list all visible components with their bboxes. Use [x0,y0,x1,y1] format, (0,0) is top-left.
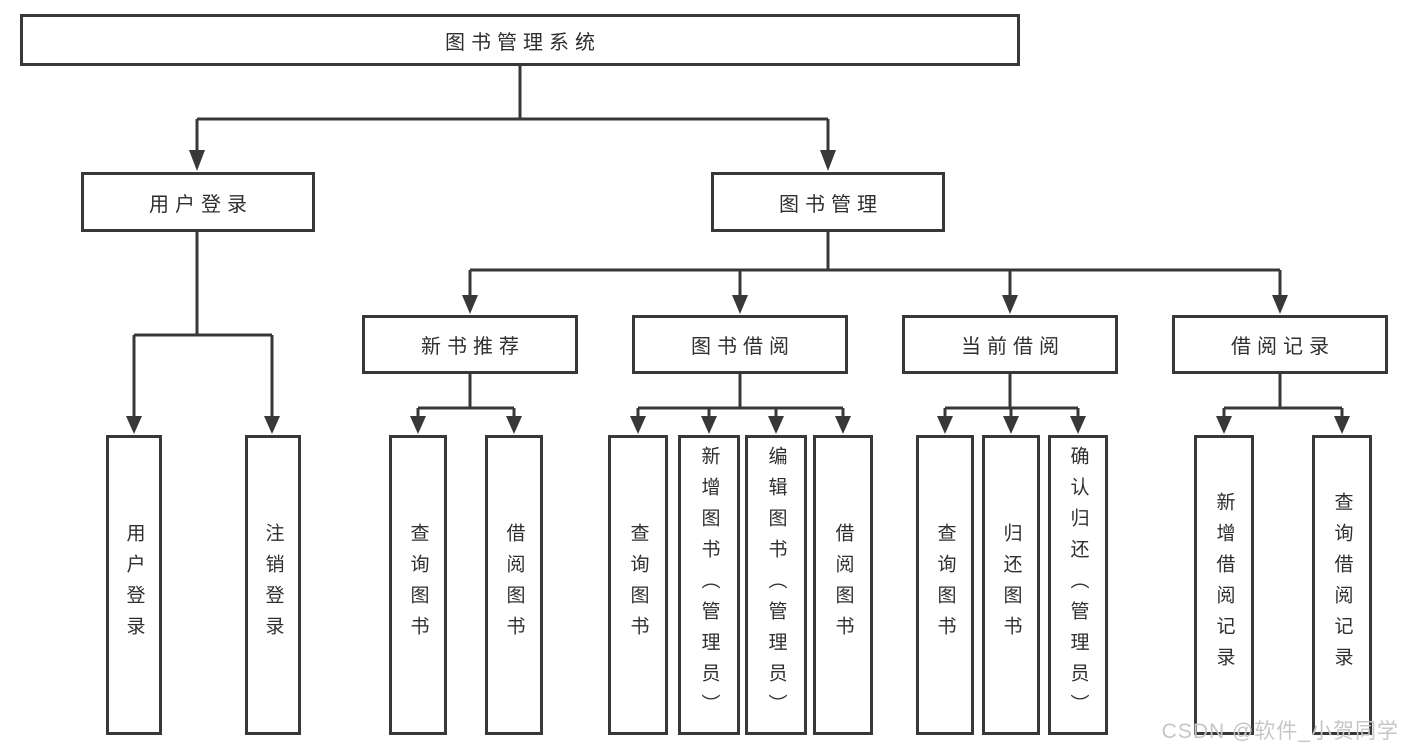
leaf-edit-book-admin: 编辑图书（管理员） [745,435,807,735]
node-label: 查询图书 [627,523,649,647]
node-label: 新增图书（管理员） [698,445,720,725]
node-book-management: 图书管理 [711,172,945,232]
node-label: 新增借阅记录 [1213,492,1235,678]
node-label: 归还图书 [1000,523,1022,647]
leaf-logout: 注销登录 [245,435,301,735]
node-current-borrow: 当前借阅 [902,315,1118,374]
leaf-confirm-return-admin: 确认归还（管理员） [1048,435,1108,735]
node-label: 查询借阅记录 [1331,492,1353,678]
csdn-watermark: CSDN @软件_小贺同学 [1161,720,1399,743]
leaf-borrow-books-recommend: 借阅图书 [485,435,543,735]
node-label: 借阅图书 [832,523,854,647]
node-borrow-records: 借阅记录 [1172,315,1388,374]
node-label: 用户登录 [123,523,145,647]
leaf-add-borrow-record: 新增借阅记录 [1194,435,1254,735]
node-new-book-recommend: 新书推荐 [362,315,578,374]
node-label: 确认归还（管理员） [1067,445,1089,725]
node-label: 查询图书 [934,523,956,647]
node-book-borrow: 图书借阅 [632,315,848,374]
leaf-add-book-admin: 新增图书（管理员） [678,435,740,735]
node-label: 编辑图书（管理员） [765,445,787,725]
node-label: 图书管理系统 [445,31,601,54]
node-label: 查询图书 [407,523,429,647]
arrowhead-icons [126,150,1350,434]
node-label: 图书管理 [779,193,883,216]
node-label: 用户登录 [149,193,253,216]
leaf-borrow-books: 借阅图书 [813,435,873,735]
node-user-login: 用户登录 [81,172,315,232]
leaf-query-borrow-record: 查询借阅记录 [1312,435,1372,735]
leaf-user-login: 用户登录 [106,435,162,735]
leaf-query-books-current: 查询图书 [916,435,974,735]
leaf-return-books: 归还图书 [982,435,1040,735]
node-label: 图书借阅 [691,336,795,358]
node-label: 借阅图书 [503,523,525,647]
node-label: 注销登录 [262,523,284,647]
node-label: 新书推荐 [421,336,525,358]
node-label: 借阅记录 [1231,336,1335,358]
node-label: 当前借阅 [961,336,1065,358]
leaf-query-books-recommend: 查询图书 [389,435,447,735]
tree-edges [132,66,1344,418]
leaf-query-books: 查询图书 [608,435,668,735]
node-library-management-system: 图书管理系统 [20,14,1020,66]
